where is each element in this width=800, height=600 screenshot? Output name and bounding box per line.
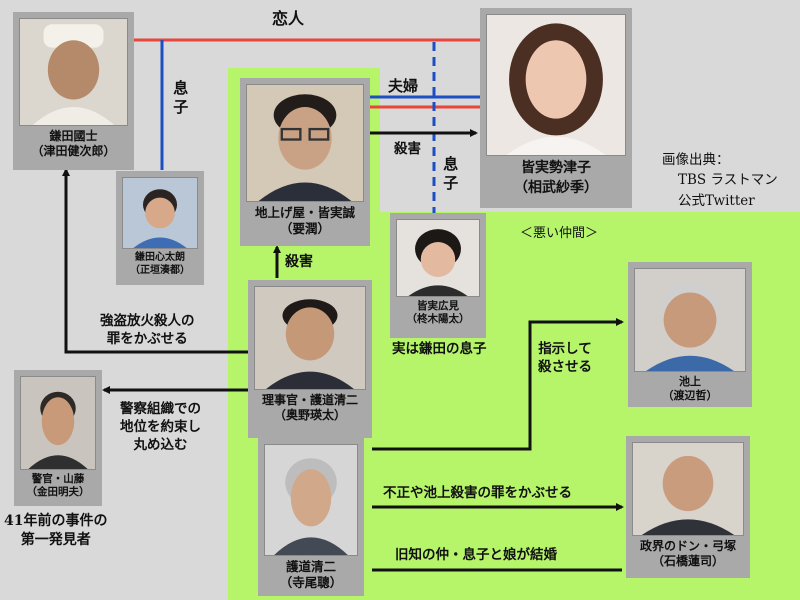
witness-line2: 第一発見者 xyxy=(20,531,91,548)
old-friends-label: 旧知の仲・息子と娘が結婚 xyxy=(395,547,557,563)
portrait-kamata xyxy=(19,18,128,126)
person-card-seiko[interactable]: 皆実勢津子 （相武紗季） xyxy=(480,8,632,208)
portrait-yuzuka xyxy=(632,442,744,536)
promise-label: 警察組織での 地位を約束し 丸め込む xyxy=(120,400,201,455)
seiko-role: 皆実勢津子 xyxy=(521,160,591,176)
portrait-seiko xyxy=(486,14,626,156)
lovers-label: 恋人 xyxy=(272,9,305,28)
son-label-right: 息子 xyxy=(441,156,460,194)
portrait-seiji-jr xyxy=(254,286,366,390)
bad-group-label: ＜悪い仲間＞ xyxy=(520,226,599,241)
yamafuji-role: 警官・山藤 xyxy=(31,473,85,485)
person-card-makoto[interactable]: 地上げ屋・皆実誠 （要潤） xyxy=(240,78,370,246)
frame-robbery-line2: 罪をかぶせる xyxy=(106,331,188,348)
seiji-jr-actor: （奥野瑛太） xyxy=(273,408,346,422)
hiromi-role: 皆実広見 xyxy=(417,300,459,312)
order-kill-line2: 殺させる xyxy=(538,359,592,376)
kamata-role: 鎌田國士 xyxy=(49,129,98,143)
makoto-role: 地上げ屋・皆実誠 xyxy=(254,205,355,220)
frame-robbery-line1: 強盗放火殺人の xyxy=(100,313,195,329)
hiromi-actor: （柊木陽太） xyxy=(406,313,470,326)
person-card-seiji-jr[interactable]: 理事官・護道清二 （奥野瑛太） xyxy=(248,280,372,438)
yuzuka-role: 政界のドン・弓塚 xyxy=(639,539,736,553)
credit-line1: 画像出典： xyxy=(662,152,730,168)
person-card-yuzuka[interactable]: 政界のドン・弓塚 （石橋蓮司） xyxy=(626,436,750,578)
credit-line2: TBS ラストマン xyxy=(678,172,778,189)
portrait-ikegami xyxy=(634,268,746,372)
ikegami-actor: （渡辺哲） xyxy=(662,388,718,402)
murder-label-top: 殺害 xyxy=(394,141,421,157)
portrait-yamafuji xyxy=(20,376,96,470)
promise-line3: 丸め込む xyxy=(133,437,188,454)
portrait-hiromi xyxy=(396,219,480,297)
person-card-hiromi[interactable]: 皆実広見 （柊木陽太） xyxy=(390,213,486,338)
yamafuji-actor: （金田明夫） xyxy=(26,486,90,499)
shintaro-role: 鎌田心太朗 xyxy=(135,252,185,263)
order-kill-line1: 指示して xyxy=(538,341,592,357)
person-card-kamata[interactable]: 鎌田國士 （津田健次郎） xyxy=(13,12,134,170)
credit-line3: 公式Twitter xyxy=(678,192,755,209)
witness-label: 41年前の事件の 第一発見者 xyxy=(4,512,107,550)
ikegami-role: 池上 xyxy=(679,375,701,388)
murder-label-mid: 殺害 xyxy=(285,254,313,270)
frame-robbery-label: 強盗放火殺人の 罪をかぶせる xyxy=(100,312,195,348)
portrait-shintaro xyxy=(122,177,198,249)
witness-line1: 41年前の事件の xyxy=(4,513,108,529)
seiko-actor: （相武紗季） xyxy=(514,179,598,196)
promise-line1: 警察組織での xyxy=(120,401,201,417)
yuzuka-actor: （石橋蓮司） xyxy=(651,554,724,568)
seiji-jr-role: 理事官・護道清二 xyxy=(261,393,358,407)
seiji-sr-role: 護道清二 xyxy=(285,559,336,574)
person-card-shintaro[interactable]: 鎌田心太朗 （正垣湊都） xyxy=(116,171,204,285)
kamata-actor: （津田健次郎） xyxy=(31,144,116,158)
makoto-actor: （要潤） xyxy=(279,220,330,236)
portrait-seiji-sr xyxy=(264,444,358,556)
person-card-yamafuji[interactable]: 警官・山藤 （金田明夫） xyxy=(14,370,102,506)
son-label-left: 息子 xyxy=(171,80,190,118)
portrait-makoto xyxy=(246,84,364,202)
married-label: 夫婦 xyxy=(388,77,419,95)
shintaro-actor: （正垣湊都） xyxy=(130,264,190,276)
frame-fraud-label: 不正や池上殺害の罪をかぶせる xyxy=(383,485,572,501)
real-son-label: 実は鎌田の息子 xyxy=(392,341,487,357)
order-kill-label: 指示して 殺させる xyxy=(538,340,592,376)
promise-line2: 地位を約束し xyxy=(120,419,201,436)
person-card-ikegami[interactable]: 池上 （渡辺哲） xyxy=(628,262,752,407)
image-credit: 画像出典： TBS ラストマン 公式Twitter xyxy=(662,150,778,211)
seiji-sr-actor: （寺尾聰） xyxy=(279,574,343,590)
person-card-seiji-sr[interactable]: 護道清二 （寺尾聰） xyxy=(258,438,364,596)
